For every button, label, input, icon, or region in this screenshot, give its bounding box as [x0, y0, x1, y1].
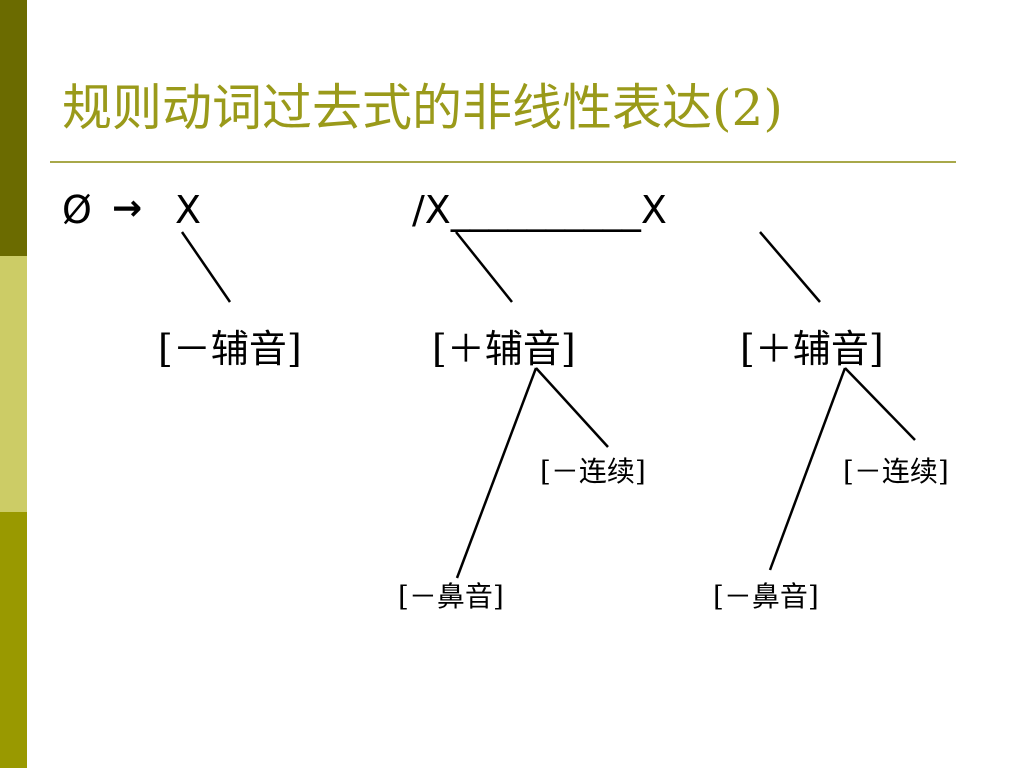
sidebar-color-bar [0, 0, 27, 768]
title-underline [50, 161, 956, 163]
sidebar-segment-mid [0, 512, 27, 768]
rule-rhs-x: X [175, 188, 202, 232]
slide-title: 规则动词过去式的非线性表达(2) [62, 79, 783, 137]
link-left-to-continuant [535, 367, 609, 448]
feature-minus-consonant: [－辅音] [158, 327, 302, 371]
link-right-to-continuant [844, 367, 916, 441]
rule-lhs-null: Ø [62, 188, 92, 232]
feature-minus-continuant-left: [－连续] [540, 455, 646, 488]
feature-minus-nasal-left: [－鼻音] [398, 580, 504, 613]
sidebar-segment-light [0, 256, 27, 512]
link-right-x-to-plus-consonant [759, 231, 821, 303]
sidebar-segment-dark [0, 0, 27, 256]
environment-slot: /X__________X [412, 188, 667, 232]
feature-plus-consonant-left: [＋辅音] [432, 327, 576, 371]
link-x-to-minus-consonant [180, 231, 232, 303]
feature-minus-nasal-right: [－鼻音] [713, 580, 819, 613]
arrow-icon: → [112, 188, 143, 229]
feature-minus-continuant-right: [－连续] [843, 455, 949, 488]
feature-plus-consonant-right: [＋辅音] [740, 327, 884, 371]
link-right-to-nasal [768, 367, 847, 571]
link-left-x-to-plus-consonant [455, 231, 513, 303]
link-left-to-nasal [455, 367, 538, 579]
